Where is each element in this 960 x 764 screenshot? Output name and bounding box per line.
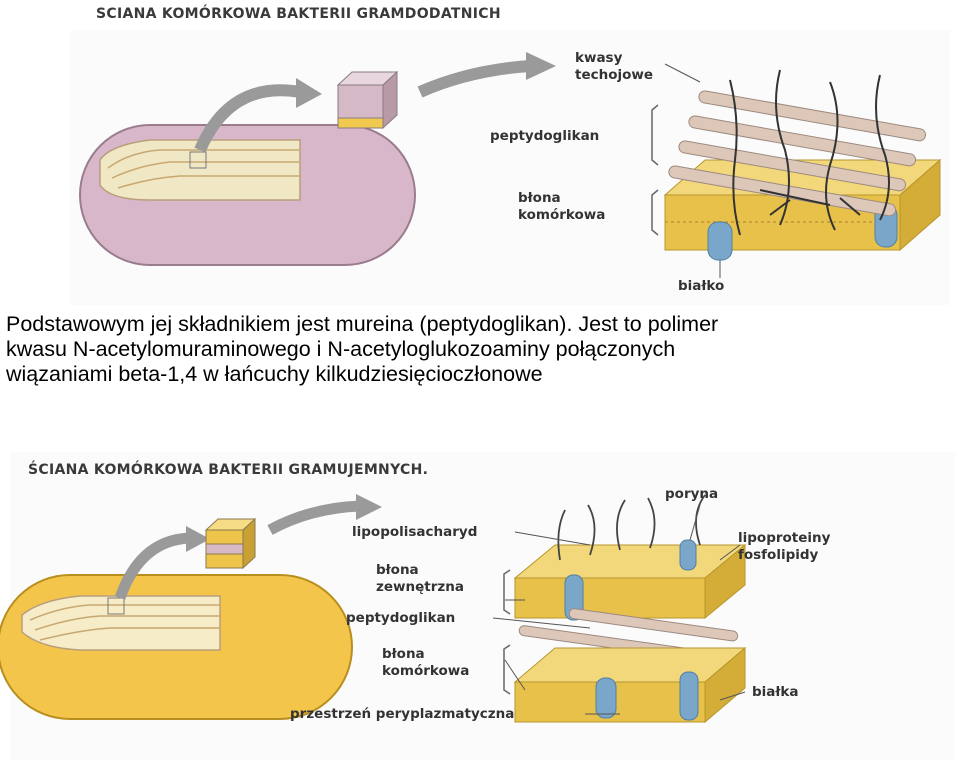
label-outer-membrane-line-2: zewnętrzna — [376, 579, 464, 596]
label-proteins: białka — [752, 684, 799, 701]
label-peptidoglycan-top: peptydoglikan — [490, 128, 599, 145]
label-lipoproteins-line-1: lipoproteiny — [738, 530, 830, 547]
label-lipoproteins-line-2: fosfolipidy — [738, 547, 830, 564]
label-membrane-bottom-line-1: błona — [382, 646, 469, 663]
label-teichoic-line-2: techojowe — [575, 67, 653, 84]
description-line-1: Podstawowym jej składnikiem jest mureina… — [6, 312, 956, 337]
description-text: Podstawowym jej składnikiem jest mureina… — [6, 312, 956, 387]
label-porin: poryna — [665, 486, 718, 503]
label-teichoic-acids: kwasy techojowe — [575, 50, 653, 84]
label-peptidoglycan-bottom: peptydoglikan — [346, 610, 455, 627]
label-membrane-bottom-line-2: komórkowa — [382, 663, 469, 680]
gram-negative-title: ŚCIANA KOMÓRKOWA BAKTERII GRAMUJEMNYCH. — [28, 462, 428, 478]
label-membrane-top: błona komórkowa — [518, 190, 605, 224]
label-membrane-top-line-2: komórkowa — [518, 207, 605, 224]
label-outer-membrane-line-1: błona — [376, 562, 464, 579]
wall-cube — [338, 72, 397, 128]
label-membrane-bottom: błona komórkowa — [382, 646, 469, 680]
label-lps: lipopolisacharyd — [352, 524, 477, 541]
label-lipoproteins: lipoproteiny fosfolipidy — [738, 530, 830, 564]
gram-positive-cell — [80, 125, 415, 265]
label-teichoic-line-1: kwasy — [575, 50, 653, 67]
label-periplasm: przestrzeń peryplazmatyczna — [290, 706, 514, 723]
description-line-2: kwasu N-acetylomuraminowego i N-acetylog… — [6, 337, 956, 362]
label-protein-top: białko — [678, 278, 724, 295]
label-membrane-top-line-1: błona — [518, 190, 605, 207]
description-line-3: wiązaniami beta-1,4 w łańcuchy kilkudzie… — [6, 362, 956, 387]
label-outer-membrane: błona zewnętrzna — [376, 562, 464, 596]
